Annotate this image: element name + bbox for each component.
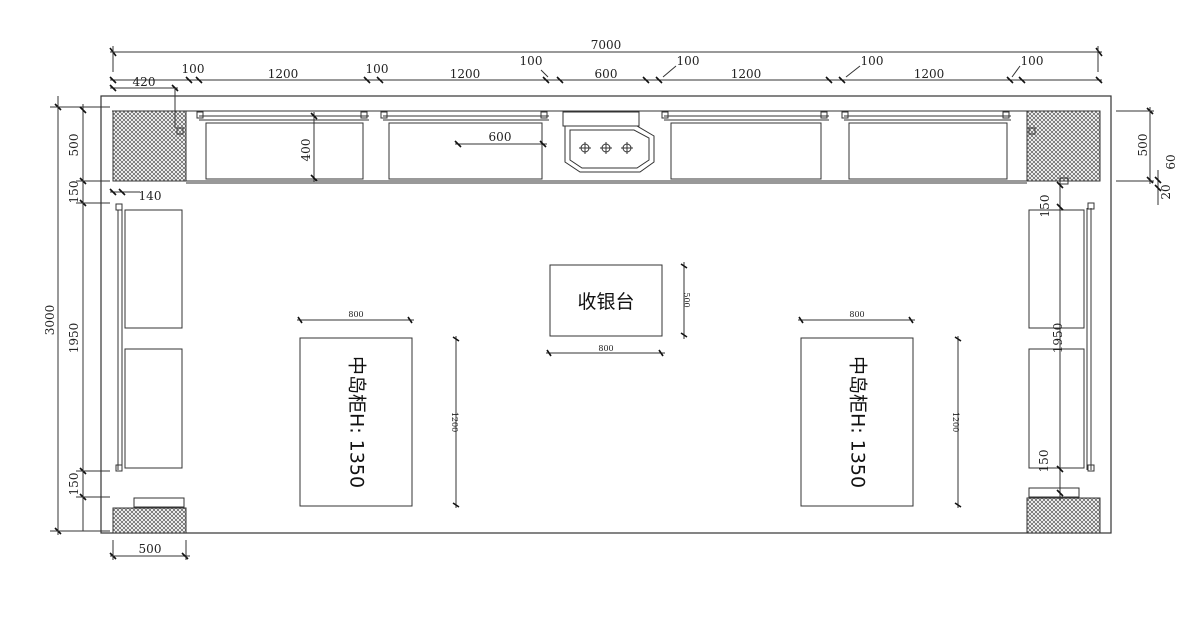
column-bottom-right [1026,497,1101,534]
svg-text:7000: 7000 [591,38,622,52]
cashier-label: 收银台 [577,291,634,313]
top-cabinet-3 [661,111,829,180]
island-cabinet-right [800,337,914,507]
left-segment-dims: 500 150 1950 150 [67,104,110,531]
bottom-500-dim: 500 [109,540,190,560]
right-side-cabinets [1028,177,1095,498]
svg-text:1200: 1200 [731,67,762,81]
svg-text:150: 150 [1037,450,1051,473]
segment-dim-chain: 100 1200 100 1200 100 600 100 1200 100 1… [109,54,1103,84]
svg-text:500: 500 [67,134,81,157]
svg-text:3000: 3000 [43,305,57,336]
sink-600-dim: 600 [454,130,547,148]
cabinet-depth-400-dim: 400 [299,112,318,182]
column-bottom-left [112,507,187,534]
right-500-dim: 500 [1116,107,1154,184]
island-right-length-dim: 1200 [951,336,962,508]
svg-text:420: 420 [133,75,156,89]
cashier-depth-dim: 500 [680,262,691,339]
svg-text:1950: 1950 [1051,323,1065,354]
left-total-3000-dim: 3000 [43,96,110,535]
island-left-length-dim: 1200 [450,336,460,508]
faucet-icon [579,142,633,154]
svg-text:150: 150 [67,473,81,496]
svg-text:600: 600 [595,67,618,81]
top-cabinet-4 [841,111,1011,180]
svg-text:800: 800 [598,344,613,353]
svg-text:500: 500 [682,292,691,307]
svg-text:100: 100 [677,54,700,68]
right-segment-dims: 150 1950 150 [1037,181,1065,500]
svg-text:140: 140 [139,189,162,203]
top-cabinet-2 [380,111,549,180]
bracket-left [176,127,184,135]
island-left-width-dim: 800 [297,310,414,324]
column-top-left [112,110,187,182]
svg-text:1200: 1200 [951,412,960,432]
svg-text:150: 150 [67,181,81,204]
svg-text:100: 100 [861,54,884,68]
svg-text:500: 500 [139,542,162,556]
column-top-right [1026,110,1101,182]
cashier-counter [549,264,663,337]
island-left-label: 中岛柜H: 1350 [346,356,368,488]
left-side-cabinets [115,203,185,508]
cashier-width-dim: 800 [546,344,665,357]
island-cabinet-left [299,337,413,507]
svg-text:1950: 1950 [67,323,81,354]
right-20-60-dim: 20 60 [1154,154,1178,205]
svg-text:60: 60 [1164,154,1178,169]
room-outline [100,95,1112,534]
svg-text:150: 150 [1038,195,1052,218]
svg-text:400: 400 [299,139,313,162]
svg-text:100: 100 [520,54,543,68]
svg-text:1200: 1200 [268,67,299,81]
svg-text:1200: 1200 [450,67,481,81]
left-140-dim: 140 [109,188,162,203]
svg-text:600: 600 [489,130,512,144]
svg-text:800: 800 [849,310,864,319]
svg-text:100: 100 [366,62,389,76]
top-cabinet-1 [196,111,369,180]
svg-text:800: 800 [348,310,363,319]
svg-text:1200: 1200 [914,67,945,81]
svg-text:100: 100 [1021,54,1044,68]
svg-text:20: 20 [1159,184,1173,199]
svg-text:100: 100 [182,62,205,76]
sink-unit [562,111,655,173]
island-right-label: 中岛柜H: 1350 [847,356,869,488]
svg-text:500: 500 [1136,134,1150,157]
svg-text:1200: 1200 [450,412,459,432]
overall-width-dim: 7000 [109,38,1103,72]
bracket-right [1028,127,1036,135]
left-420-dim: 420 [109,75,179,128]
island-right-width-dim: 800 [798,310,915,324]
